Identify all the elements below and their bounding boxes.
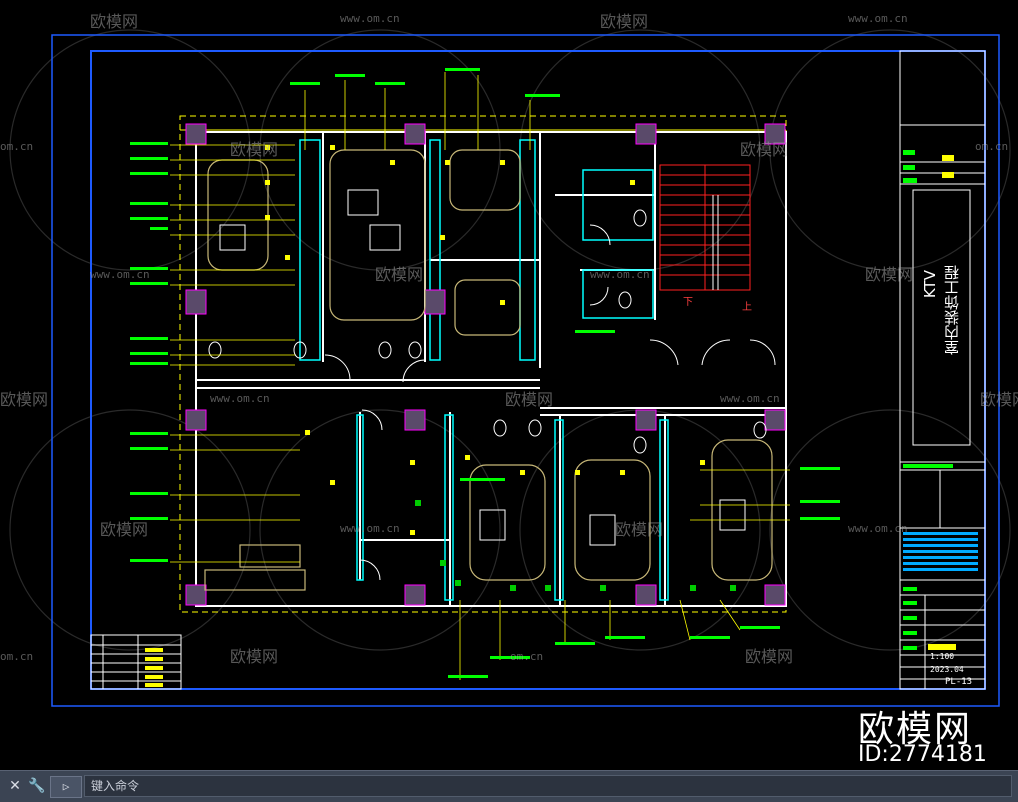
command-prompt-button[interactable]: ▷ [50, 776, 82, 798]
svg-text:www.om.cn: www.om.cn [720, 392, 780, 405]
brand-watermark: 欧模网 [858, 709, 973, 750]
svg-text:欧模网: 欧模网 [375, 265, 423, 284]
svg-text:欧模网: 欧模网 [740, 140, 788, 159]
wrench-icon[interactable]: 🔧 [28, 778, 46, 794]
svg-text:www.om.cn: www.om.cn [340, 522, 400, 535]
stair-down-label: 下 [683, 297, 693, 308]
green-devices [415, 500, 736, 591]
title-block-fields [903, 150, 978, 650]
project-title-cn: 室内装饰工程 [943, 265, 961, 355]
svg-text:欧模网: 欧模网 [600, 12, 648, 31]
svg-text:www.om.cn: www.om.cn [848, 522, 908, 535]
scale-value: 1:100 [930, 652, 955, 661]
svg-text:欧模网: 欧模网 [745, 647, 793, 666]
svg-text:www.om.cn: www.om.cn [340, 12, 400, 25]
annotation-labels [130, 68, 840, 678]
legend-table [90, 634, 182, 690]
svg-text:欧模网: 欧模网 [100, 520, 148, 539]
partition-walls [299, 139, 669, 601]
floor-plan-walls [195, 131, 787, 607]
close-icon[interactable]: ✕ [9, 778, 21, 794]
svg-text:欧模网: 欧模网 [230, 647, 278, 666]
svg-text:om.cn: om.cn [0, 140, 33, 153]
stair-treads [659, 164, 751, 291]
watermark-urls: www.om.cn www.om.cn www.om.cn www.om.cn … [0, 12, 1008, 663]
furniture-outlines [204, 149, 773, 591]
legend-entries [145, 648, 163, 687]
svg-text:www.om.cn: www.om.cn [90, 268, 150, 281]
svg-text:欧模网: 欧模网 [980, 390, 1018, 409]
command-input[interactable] [84, 775, 1012, 797]
command-line-bar: ✕ 🔧 ▷ [0, 770, 1018, 802]
svg-text:www.om.cn: www.om.cn [848, 12, 908, 25]
sanitary-fixtures [208, 209, 767, 454]
date-value: 2023.04 [930, 665, 964, 674]
stair-up-label: 上 [742, 301, 752, 313]
electrical-symbols [265, 145, 705, 535]
sheet-border-outer [51, 34, 1000, 707]
svg-text:欧模网: 欧模网 [230, 140, 278, 159]
svg-text:欧模网: 欧模网 [90, 12, 138, 31]
svg-text:om.cn: om.cn [975, 140, 1008, 153]
door-swings [324, 224, 776, 581]
svg-text:欧模网: 欧模网 [0, 390, 48, 409]
sheet-number: PL-13 [945, 677, 973, 687]
svg-text:www.om.cn: www.om.cn [590, 268, 650, 281]
furniture-tables [219, 189, 746, 546]
asset-id: ID:2774181 [858, 742, 987, 767]
annotation-leaders [170, 72, 790, 680]
svg-text:om.cn: om.cn [0, 650, 33, 663]
structural-columns [185, 123, 786, 606]
project-title-latin: KTV [921, 270, 939, 299]
project-title: KTV [920, 270, 940, 298]
svg-text:欧模网: 欧模网 [505, 390, 553, 409]
cad-drawing-canvas[interactable]: 下 上 [0, 0, 1018, 770]
svg-text:欧模网: 欧模网 [615, 520, 663, 539]
svg-text:om.cn: om.cn [510, 650, 543, 663]
svg-text:www.om.cn: www.om.cn [210, 392, 270, 405]
watermark-logos: 欧模网 欧模网 欧模网 欧模网 欧模网 欧模网 欧模网 欧模网 欧模网 欧模网 … [0, 12, 1018, 666]
title-block [899, 50, 986, 690]
plan-boundary [179, 115, 787, 613]
svg-text:欧模网: 欧模网 [865, 265, 913, 284]
